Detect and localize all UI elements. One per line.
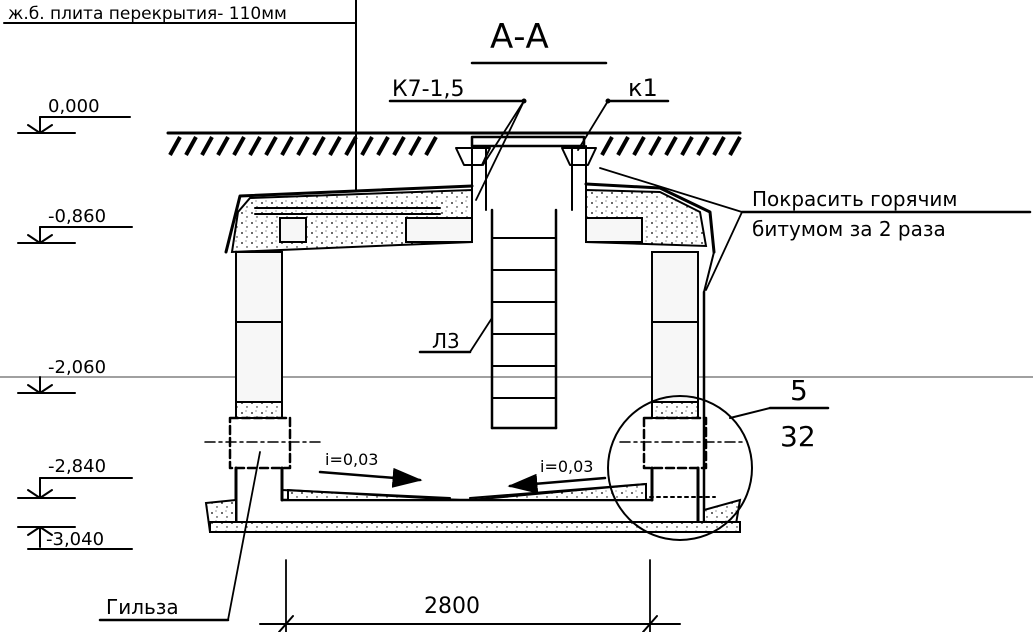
slope-indicators: i=0,03 i=0,03	[318, 450, 607, 494]
slab-note: ж.б. плита перекрытия- 110мм	[8, 4, 287, 24]
paint-note-line1: Покрасить горячим	[752, 187, 957, 211]
mark-k7: К7-1,5	[392, 77, 465, 102]
section-title-group: А-А	[470, 17, 608, 65]
slope-left-label: i=0,03	[325, 450, 378, 469]
detail-callout: 5 32	[607, 374, 830, 541]
mark-labels: К7-1,5 к1 Л3	[388, 74, 670, 354]
dimension-label: 2800	[424, 594, 480, 619]
dimension-2800: 2800	[259, 559, 681, 632]
mark-k1: к1	[628, 74, 658, 102]
paint-note-group: Покрасить горячим битумом за 2 раза	[599, 167, 1032, 291]
level-marks: 0,000 -0,860 -2,060 -2,840	[0, 96, 1033, 550]
slope-right-arrow	[507, 473, 607, 494]
slope-left-arrow	[318, 467, 423, 488]
level-label: -0,860	[48, 206, 106, 227]
level-mark-2840: -2,840	[17, 456, 133, 499]
slab-note-group: ж.б. плита перекрытия- 110мм	[3, 0, 357, 191]
sleeve-label: Гильза	[106, 595, 179, 619]
level-label: -3,040	[46, 529, 104, 550]
level-label: -2,060	[48, 357, 106, 378]
level-mark-0860: -0,860	[17, 206, 133, 244]
sleeve-label-group: Гильза	[98, 451, 261, 622]
level-mark-0000: 0,000	[17, 96, 131, 134]
level-label: 0,000	[48, 96, 100, 117]
section-title: А-А	[490, 17, 549, 57]
left-wall	[204, 251, 321, 532]
mark-ladder: Л3	[432, 329, 460, 353]
level-label: -2,840	[48, 456, 106, 477]
callout-number: 5	[790, 374, 808, 407]
roof-slab	[224, 182, 716, 254]
level-mark-3040: -3,040	[17, 526, 133, 550]
level-mark-2060: -2,060	[0, 357, 1033, 394]
slope-right-label: i=0,03	[540, 457, 593, 476]
floor-base	[204, 482, 742, 533]
ground-surface	[166, 131, 742, 156]
paint-note-line2: битумом за 2 раза	[752, 217, 946, 241]
ladder	[490, 208, 558, 430]
callout-sheet: 32	[780, 420, 816, 453]
